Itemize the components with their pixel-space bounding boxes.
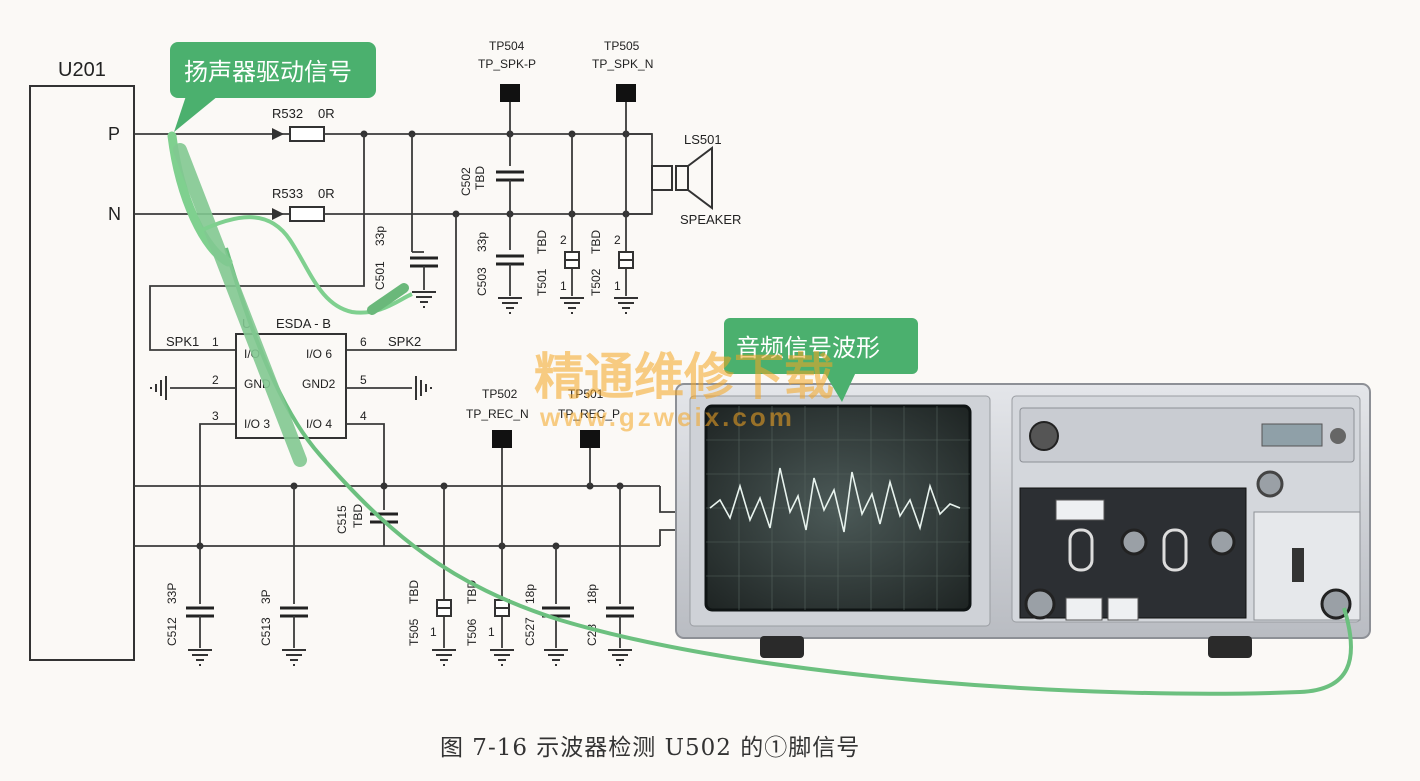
c28-value: 18p — [585, 584, 599, 604]
tp504-net: TP_SPK-P — [478, 57, 536, 71]
r533-ref: R533 — [272, 186, 303, 201]
t502-ref: T502 — [589, 268, 603, 296]
probe-cable — [224, 247, 1353, 696]
esd-pin6-name: I/O 6 — [306, 347, 332, 361]
tp504-ref: TP504 — [489, 39, 525, 53]
esd-n6: 6 — [360, 335, 367, 349]
c501-ref: C501 — [373, 261, 387, 290]
u201-body — [29, 85, 135, 661]
figure-caption: 图 7-16 示波器检测 U502 的①脚信号 — [440, 735, 861, 761]
callout-driver-signal: 扬声器驱动信号 — [170, 42, 376, 132]
tp505-pad — [616, 84, 636, 102]
t505-ref: T505 — [407, 618, 421, 646]
t501-pin2: 2 — [560, 233, 567, 247]
tp505-net: TP_SPK_N — [592, 57, 653, 71]
pin-n-label: N — [108, 204, 121, 224]
t502-value: TBD — [589, 230, 603, 254]
waveform-trace — [709, 467, 961, 533]
c513-value: 3P — [259, 589, 273, 604]
tp502-net: TP_REC_N — [466, 407, 529, 421]
oscilloscope — [675, 383, 1371, 658]
net-spk1: SPK1 — [166, 334, 199, 349]
c527-value: 18p — [523, 584, 537, 604]
esd-n4: 4 — [360, 409, 367, 423]
tp504-pad — [500, 84, 520, 102]
tp505-ref: TP505 — [604, 39, 640, 53]
tp502-ref: TP502 — [482, 387, 518, 401]
esd-n1: 1 — [212, 335, 219, 349]
t506-pin1: 1 — [488, 625, 495, 639]
resistor-r532 — [289, 126, 325, 142]
net-spk2: SPK2 — [388, 334, 421, 349]
callout-driver-text: 扬声器驱动信号 — [184, 58, 352, 86]
callout-audio-waveform: 音频信号波形 — [724, 318, 918, 402]
c502-value: TBD — [473, 166, 487, 190]
c527-ref: C527 — [523, 617, 537, 646]
c512-ref: C512 — [165, 617, 179, 646]
r533-value: 0R — [318, 186, 335, 201]
c503-ref: C503 — [475, 267, 489, 296]
speaker-label: SPEAKER — [680, 212, 741, 227]
esd-pin3-name: I/O 3 — [244, 417, 270, 431]
speaker-icon — [675, 165, 689, 191]
speaker-ref: LS501 — [684, 132, 722, 147]
esd-n5: 5 — [360, 373, 367, 387]
t505-pin1: 1 — [430, 625, 437, 639]
esd-pin5-name: GND2 — [302, 377, 336, 391]
pin-p-label: P — [108, 124, 120, 144]
c502-ref: C502 — [459, 167, 473, 196]
c512-value: 33P — [165, 583, 179, 604]
t501-ref: T501 — [535, 268, 549, 296]
r532-value: 0R — [318, 106, 335, 121]
callout-audio-text: 音频信号波形 — [736, 334, 880, 362]
u201-label: U201 — [58, 59, 106, 81]
power-knob-icon — [1029, 421, 1059, 451]
resistor-r533 — [289, 206, 325, 222]
c501-value: 33p — [373, 226, 387, 246]
t501-value: TBD — [535, 230, 549, 254]
watermark-cn: 精通维修下载 — [534, 348, 834, 406]
tp502-pad — [492, 430, 512, 448]
c515-value: TBD — [351, 504, 365, 528]
tp501-pad — [580, 430, 600, 448]
t502-pin1: 1 — [614, 279, 621, 293]
esd-n2: 2 — [212, 373, 219, 387]
t506-ref: T506 — [465, 618, 479, 646]
t501-pin1: 1 — [560, 279, 567, 293]
c503-value: 33p — [475, 232, 489, 252]
tp501-ref: TP501 — [568, 387, 604, 401]
esd-part: ESDA - B — [276, 316, 331, 331]
r532-ref: R532 — [272, 106, 303, 121]
t502-pin2: 2 — [614, 233, 621, 247]
c513-ref: C513 — [259, 617, 273, 646]
t505-value: TBD — [407, 580, 421, 604]
tp501-net: TP_REC_P — [558, 407, 620, 421]
watermark-url: www.gzweix.com — [539, 402, 795, 432]
probe-body — [173, 143, 307, 467]
esd-pin4-name: I/O 4 — [306, 417, 332, 431]
c515-ref: C515 — [335, 505, 349, 534]
esd-n3: 3 — [212, 409, 219, 423]
